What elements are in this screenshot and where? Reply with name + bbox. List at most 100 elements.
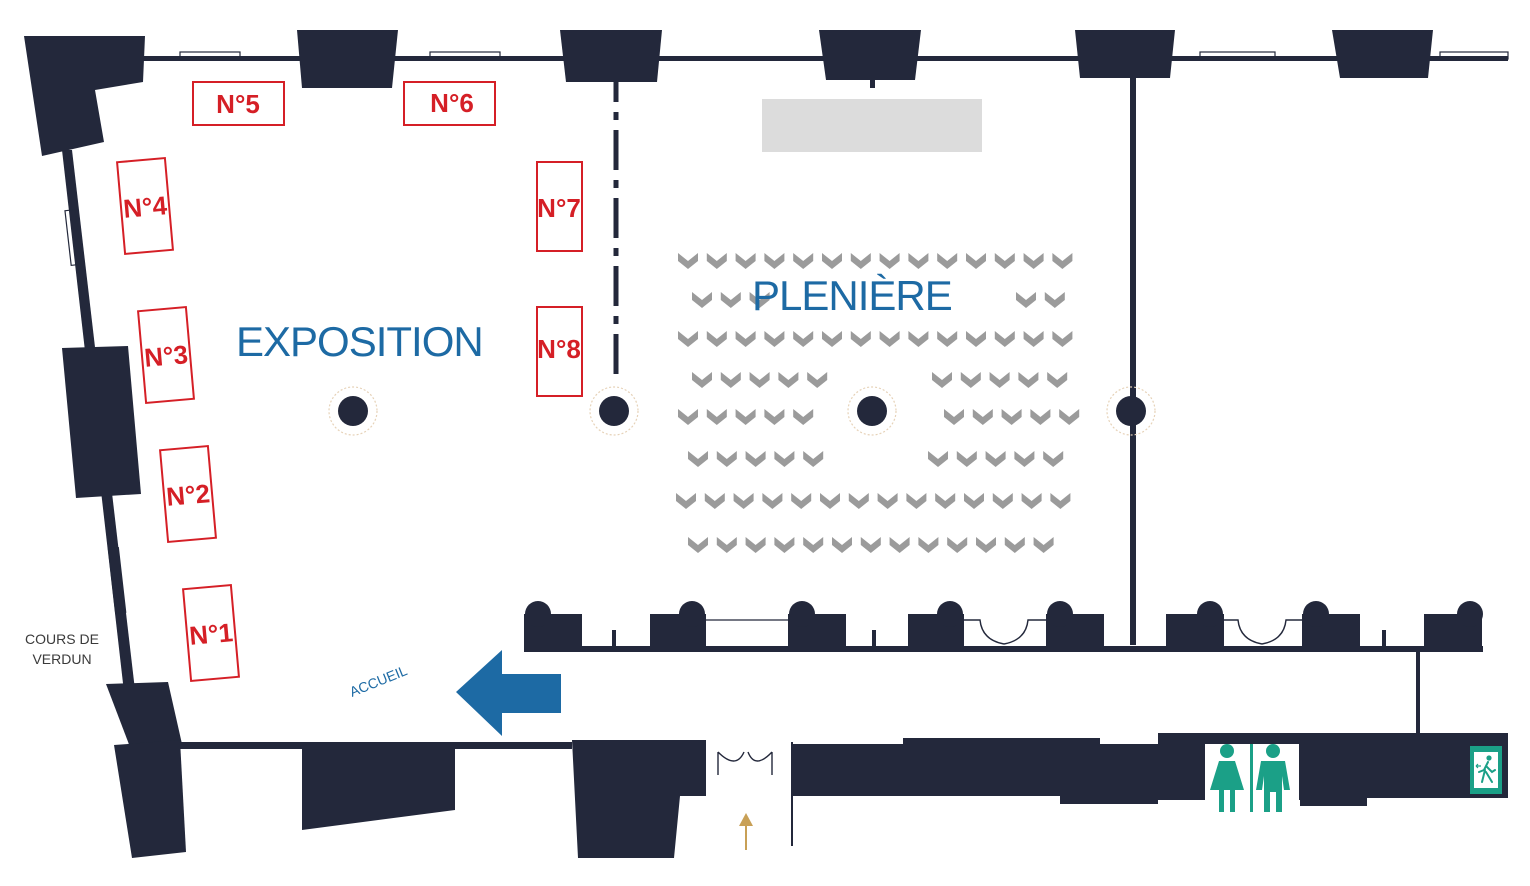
seat — [832, 537, 852, 553]
seat — [976, 537, 996, 553]
pleniere-buttress — [679, 601, 705, 627]
north-buttress — [819, 30, 921, 80]
north-buttress — [297, 30, 398, 88]
seat — [793, 253, 814, 269]
seat — [1047, 372, 1068, 388]
seat — [716, 537, 737, 553]
seat — [1014, 451, 1035, 467]
pleniere-buttress — [789, 601, 815, 627]
southwest-corner — [106, 682, 182, 747]
stand-7[interactable]: N°7 — [536, 161, 583, 252]
seat — [960, 372, 981, 388]
seat — [908, 253, 929, 269]
stand-outline — [115, 156, 175, 256]
seat — [928, 451, 948, 467]
seat — [822, 253, 842, 269]
pillar-halo — [589, 386, 639, 436]
window — [107, 546, 127, 615]
seat — [706, 331, 727, 347]
stand-4[interactable]: N°4 — [115, 156, 175, 256]
seat — [688, 537, 708, 553]
seat — [807, 372, 828, 388]
seat — [706, 409, 727, 425]
stand-5[interactable]: N°5 — [192, 81, 285, 126]
seat — [1018, 372, 1039, 388]
pillar-halo — [847, 386, 897, 436]
seat — [1052, 253, 1073, 269]
stand-outline — [181, 583, 241, 683]
seat — [1016, 292, 1036, 308]
walls — [24, 30, 1509, 858]
stand-label: N°4 — [122, 190, 169, 224]
seat — [1059, 409, 1080, 425]
seat — [822, 331, 842, 347]
room-label-pleniere: PLENIÈRE — [752, 272, 952, 319]
seat — [860, 537, 881, 553]
stand-label: N°3 — [143, 339, 189, 373]
south-buttress — [302, 748, 455, 830]
stand-2[interactable]: N°2 — [158, 444, 218, 544]
seat — [803, 451, 824, 467]
pleniere-buttress — [525, 601, 551, 627]
pleniere-buttress — [1382, 630, 1386, 648]
northwest-corner — [24, 36, 145, 156]
seat — [966, 331, 986, 347]
pleniere-buttress — [1303, 601, 1329, 627]
window — [179, 51, 241, 60]
seat — [1052, 331, 1073, 347]
seat — [994, 253, 1015, 269]
stand-6[interactable]: N°6 — [403, 81, 496, 126]
seat — [692, 292, 712, 308]
pleniere-door — [1224, 619, 1302, 645]
seat — [935, 493, 956, 509]
pleniere-east-wall — [1130, 60, 1136, 645]
seat — [678, 331, 698, 347]
pleniere-buttress — [612, 630, 616, 648]
seat — [720, 372, 741, 388]
seat — [989, 372, 1010, 388]
seat — [1023, 331, 1044, 347]
street-label-line1: COURS DE — [25, 631, 99, 647]
window — [1439, 51, 1509, 60]
seat — [704, 493, 725, 509]
seat — [793, 409, 814, 425]
seat — [848, 493, 869, 509]
north-buttress — [1332, 30, 1433, 78]
pleniere-south-wall — [525, 646, 1483, 652]
stand-label: N°2 — [165, 478, 211, 512]
seat — [956, 451, 977, 467]
pillar — [338, 396, 368, 426]
pleniere-buttress — [1457, 601, 1483, 627]
north-buttress — [1075, 30, 1175, 78]
southwest-corner — [114, 740, 186, 858]
seat — [678, 409, 698, 425]
north-buttress — [560, 30, 662, 82]
seat — [879, 331, 900, 347]
seat — [994, 331, 1015, 347]
seat — [906, 493, 927, 509]
seat — [706, 253, 727, 269]
seat — [764, 331, 785, 347]
pillar — [857, 396, 887, 426]
stand-1[interactable]: N°1 — [181, 583, 241, 683]
seat — [850, 331, 871, 347]
south-door — [717, 751, 773, 775]
pleniere-buttress — [1197, 601, 1223, 627]
seat — [1033, 537, 1054, 553]
window — [1199, 51, 1276, 60]
stand-8[interactable]: N°8 — [536, 306, 583, 397]
emergency-exit-icon — [1470, 746, 1502, 794]
pillar — [599, 396, 629, 426]
pleniere-buttress — [937, 601, 963, 627]
room-label-exposition: EXPOSITION — [236, 318, 483, 365]
seat — [944, 409, 964, 425]
seat — [720, 292, 741, 308]
seat — [745, 451, 766, 467]
stand-outline — [536, 161, 583, 252]
seat — [889, 537, 910, 553]
stand-3[interactable]: N°3 — [136, 305, 196, 405]
seat — [745, 537, 766, 553]
seat — [964, 493, 984, 509]
stand-label: N°1 — [188, 617, 234, 651]
